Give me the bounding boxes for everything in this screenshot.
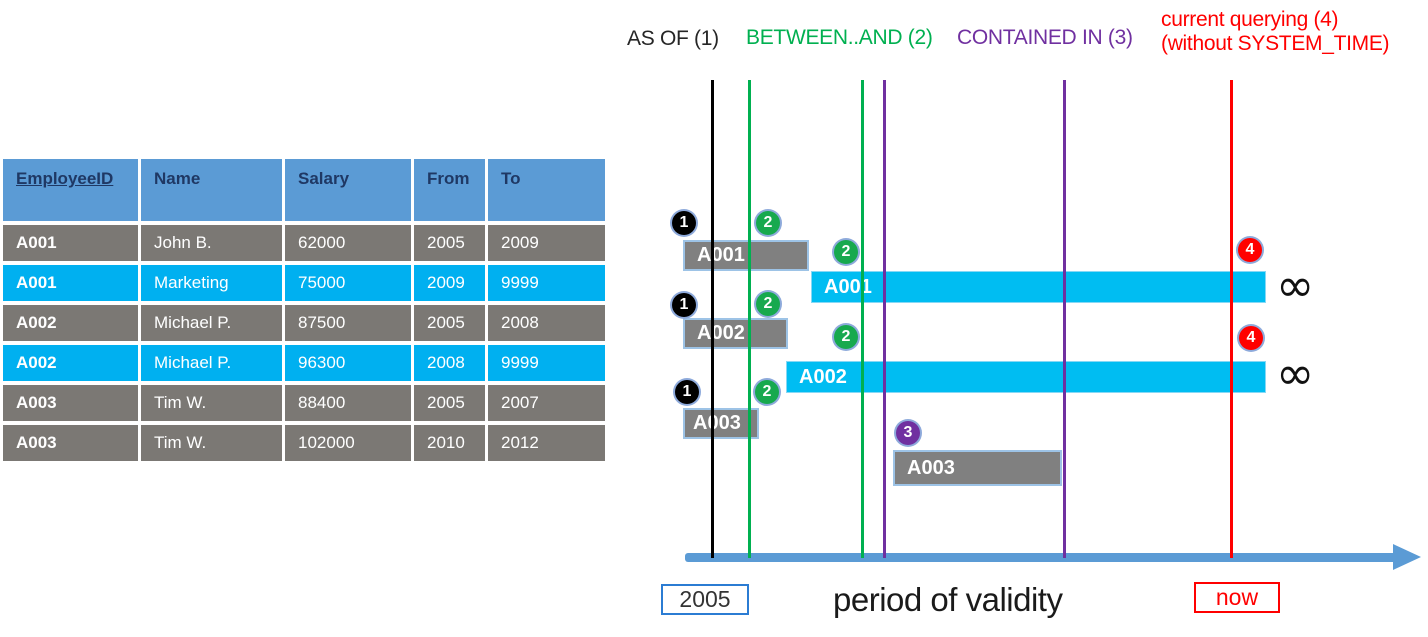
- bar-label: A003: [693, 412, 741, 434]
- query-badge-2: 2: [834, 240, 858, 264]
- query-badge-4: 4: [1239, 326, 1263, 350]
- query-badge-2: 2: [755, 380, 779, 404]
- cell-salary: 96300: [285, 345, 411, 381]
- bar-label: A001: [824, 275, 872, 298]
- bar-label: A003: [907, 456, 955, 479]
- cell-employeeid: A002: [3, 305, 138, 341]
- table-row-current: A001 Marketing 75000 2009 9999: [3, 265, 605, 301]
- cell-from: 2005: [414, 305, 485, 341]
- as-of-line: [711, 80, 714, 558]
- time-axis-arrowhead-icon: [1393, 544, 1421, 570]
- validity-bar-a003-history: A003: [683, 408, 759, 439]
- column-header-to: To: [488, 159, 605, 221]
- contained-end-line: [1063, 80, 1066, 558]
- query-badge-1: 1: [672, 293, 696, 317]
- cell-to: 2009: [488, 225, 605, 261]
- query-badge-3: 3: [896, 421, 920, 445]
- query-badge-1: 1: [675, 380, 699, 404]
- column-header-from: From: [414, 159, 485, 221]
- cell-name: John B.: [141, 225, 282, 261]
- cell-name: Tim W.: [141, 385, 282, 421]
- bar-label: A002: [697, 322, 745, 344]
- cell-employeeid: A003: [3, 385, 138, 421]
- column-header-name: Name: [141, 159, 282, 221]
- column-header-employeeid: EmployeeID: [3, 159, 138, 221]
- query-badge-2: 2: [834, 325, 858, 349]
- cell-salary: 88400: [285, 385, 411, 421]
- cell-to: 2012: [488, 425, 605, 461]
- legend-between-and: BETWEEN..AND (2): [746, 26, 933, 49]
- query-badge-4: 4: [1238, 238, 1262, 262]
- table-row: A002 Michael P. 87500 2005 2008: [3, 305, 605, 341]
- validity-bar-a002-history: A002: [683, 318, 788, 349]
- axis-start-label: 2005: [661, 584, 749, 615]
- cell-from: 2009: [414, 265, 485, 301]
- cell-from: 2008: [414, 345, 485, 381]
- cell-salary: 87500: [285, 305, 411, 341]
- cell-salary: 75000: [285, 265, 411, 301]
- column-header-salary: Salary: [285, 159, 411, 221]
- employee-history-table: EmployeeID Name Salary From To A001 John…: [0, 155, 608, 465]
- cell-to: 9999: [488, 265, 605, 301]
- validity-bar-a001-current: A001: [811, 271, 1266, 303]
- cell-name: Marketing: [141, 265, 282, 301]
- between-end-line: [861, 80, 864, 558]
- legend-current-querying: current querying (4) (without SYSTEM_TIM…: [1161, 8, 1390, 55]
- contained-start-line: [883, 80, 886, 558]
- now-line: [1230, 80, 1233, 558]
- table-header-row: EmployeeID Name Salary From To: [3, 159, 605, 221]
- query-badge-1: 1: [672, 211, 696, 235]
- cell-from: 2005: [414, 225, 485, 261]
- cell-to: 9999: [488, 345, 605, 381]
- table-row: A003 Tim W. 102000 2010 2012: [3, 425, 605, 461]
- cell-to: 2008: [488, 305, 605, 341]
- query-badge-2: 2: [756, 211, 780, 235]
- cell-employeeid: A002: [3, 345, 138, 381]
- cell-employeeid: A001: [3, 225, 138, 261]
- table-row: A003 Tim W. 88400 2005 2007: [3, 385, 605, 421]
- between-start-line: [748, 80, 751, 558]
- axis-now-label: now: [1194, 582, 1280, 613]
- table-row: A001 John B. 62000 2005 2009: [3, 225, 605, 261]
- validity-bar-a001-history: A001: [683, 240, 809, 271]
- cell-from: 2005: [414, 385, 485, 421]
- infinity-icon: ∞: [1276, 258, 1315, 312]
- legend-contained-in: CONTAINED IN (3): [957, 26, 1133, 49]
- cell-salary: 62000: [285, 225, 411, 261]
- cell-salary: 102000: [285, 425, 411, 461]
- cell-name: Michael P.: [141, 345, 282, 381]
- cell-name: Michael P.: [141, 305, 282, 341]
- cell-employeeid: A001: [3, 265, 138, 301]
- legend-as-of: AS OF (1): [627, 27, 719, 50]
- infinity-icon: ∞: [1276, 346, 1315, 400]
- bar-label: A002: [799, 365, 847, 388]
- cell-from: 2010: [414, 425, 485, 461]
- query-badge-2: 2: [756, 292, 780, 316]
- cell-employeeid: A003: [3, 425, 138, 461]
- cell-name: Tim W.: [141, 425, 282, 461]
- bar-label: A001: [697, 244, 745, 266]
- cell-to: 2007: [488, 385, 605, 421]
- validity-bar-a003-history2: A003: [893, 450, 1062, 486]
- validity-bar-a002-current: A002: [786, 361, 1266, 393]
- time-axis-line: [685, 553, 1397, 562]
- axis-title: period of validity: [833, 581, 1063, 618]
- table-row-current: A002 Michael P. 96300 2008 9999: [3, 345, 605, 381]
